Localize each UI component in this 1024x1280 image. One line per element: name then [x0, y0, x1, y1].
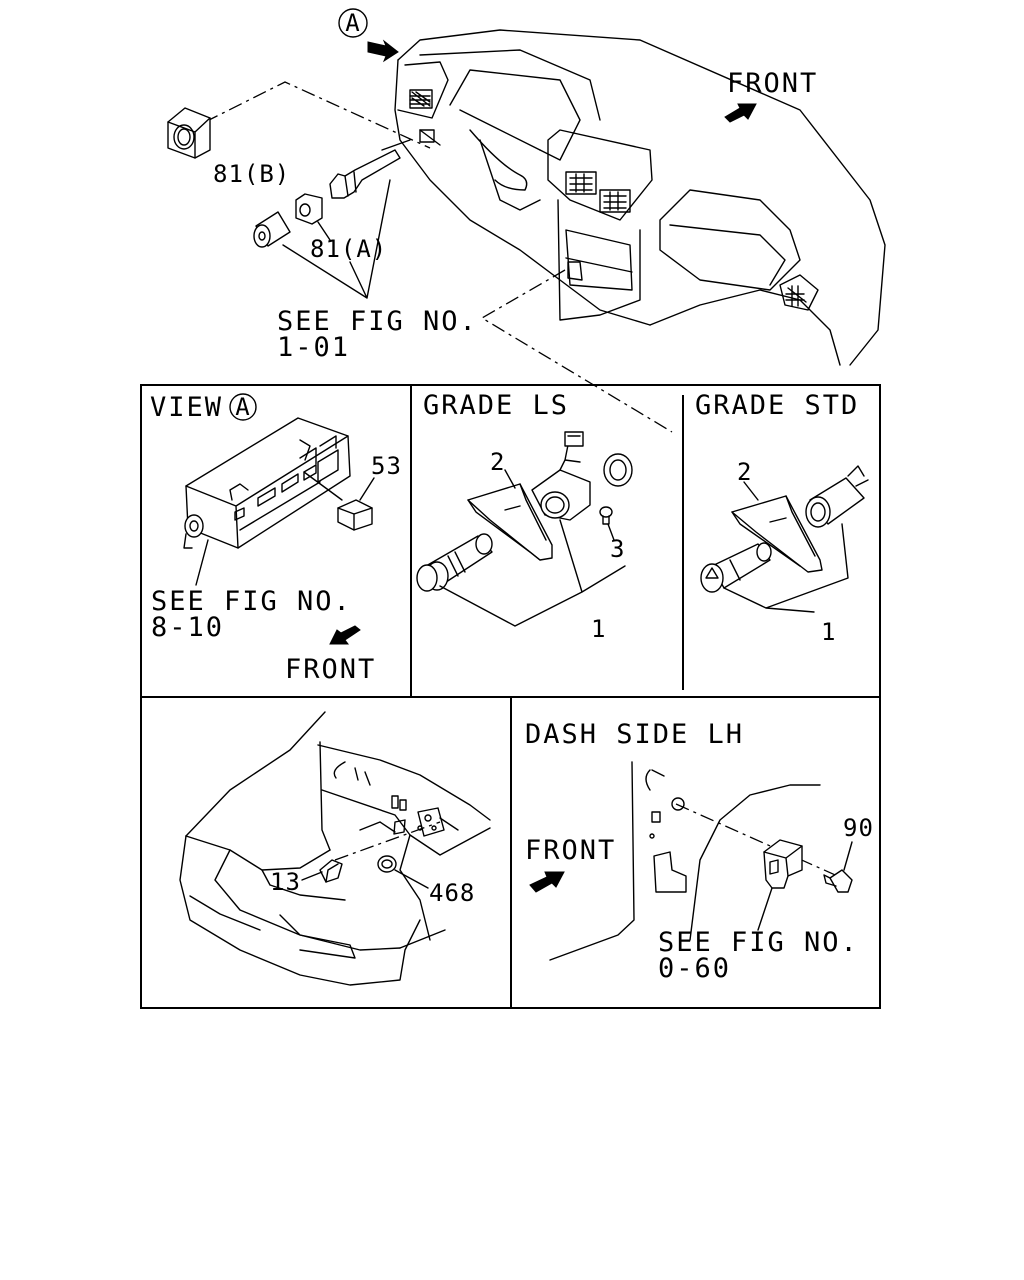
label-ls-2: 2: [490, 448, 505, 476]
see-fig-view-line1: SEE FIG NO.: [151, 586, 352, 617]
panel-grade-std: GRADE STD 1 2: [695, 390, 869, 646]
front-arrow-view: [329, 625, 361, 645]
part-90-bolt: [823, 869, 853, 893]
part-53-relay: [337, 499, 373, 531]
see-fig-dash-line1: SEE FIG NO.: [658, 927, 859, 958]
label-468: 468: [429, 879, 475, 907]
front-arrow-top: [724, 103, 757, 123]
panel-dash-side: DASH SIDE LH 90 FRONT SEE FIG NO. 0-60: [525, 719, 874, 984]
label-std-1: 1: [821, 618, 836, 646]
label-ls-3: 3: [610, 535, 625, 563]
view-marker-a-top: A: [338, 8, 368, 38]
view-a-title: VIEW: [150, 392, 223, 423]
std-bracket: [731, 495, 823, 573]
dash-side-outline: [549, 761, 821, 961]
see-fig-top-line2: 1-01: [277, 332, 350, 363]
label-53: 53: [371, 452, 402, 480]
leader-dash-centre: [480, 269, 673, 433]
grade-ls-title: GRADE LS: [423, 390, 569, 421]
part-13-clip: [319, 859, 343, 883]
part-bracket-dash: [763, 839, 803, 889]
view-a-marker: A: [235, 393, 250, 421]
front-label-top: FRONT: [727, 68, 818, 99]
ls-socket-housing: [531, 431, 591, 521]
part-468-grommet: [377, 855, 397, 873]
label-13: 13: [270, 868, 301, 896]
label-std-2: 2: [737, 458, 752, 486]
front-label-view: FRONT: [285, 654, 376, 685]
std-leader-1: [723, 523, 849, 613]
label-90: 90: [843, 814, 874, 842]
part-knob: [253, 211, 291, 248]
label-81b: 81(B): [213, 160, 290, 188]
console-unit: [183, 417, 351, 549]
grade-std-title: GRADE STD: [695, 390, 859, 421]
see-fig-top-line1: SEE FIG NO.: [277, 306, 478, 337]
part-81b-bezel: [167, 107, 211, 159]
part-81a-ring: [295, 193, 323, 225]
label-ls-1: 1: [591, 615, 606, 643]
front-label-dash: FRONT: [525, 835, 616, 866]
panel-engine-bay: 13 468: [179, 711, 491, 986]
ls-lighter-plug: [416, 533, 493, 592]
leader-81b: [204, 81, 431, 149]
ls-screw: [599, 506, 613, 525]
part-socket-body: [329, 149, 401, 199]
leader-see-fig-top: [282, 179, 391, 299]
std-socket-housing: [805, 465, 869, 528]
ls-bracket: [467, 483, 553, 561]
see-fig-view-line2: 8-10: [151, 612, 224, 643]
see-fig-dash-line2: 0-60: [658, 953, 731, 984]
dashboard-outline: [394, 29, 886, 366]
std-lighter-plug: [700, 542, 772, 593]
panel-grade-ls: GRADE LS 1: [416, 390, 633, 643]
ls-leader-1: [439, 519, 626, 627]
dashboard-overview: A FRONT: [167, 8, 886, 433]
dash-side-title: DASH SIDE LH: [525, 719, 744, 750]
view-marker-letter: A: [345, 9, 360, 37]
panel-view-a: VIEW A 53 SEE FIG NO. 8-: [150, 392, 402, 685]
panel-frames: [140, 384, 881, 1009]
label-81a: 81(A): [310, 235, 387, 263]
ls-ring: [603, 453, 633, 487]
view-arrow: [367, 39, 399, 63]
engine-bay-outline: [179, 711, 491, 986]
front-arrow-dash: [529, 871, 565, 893]
